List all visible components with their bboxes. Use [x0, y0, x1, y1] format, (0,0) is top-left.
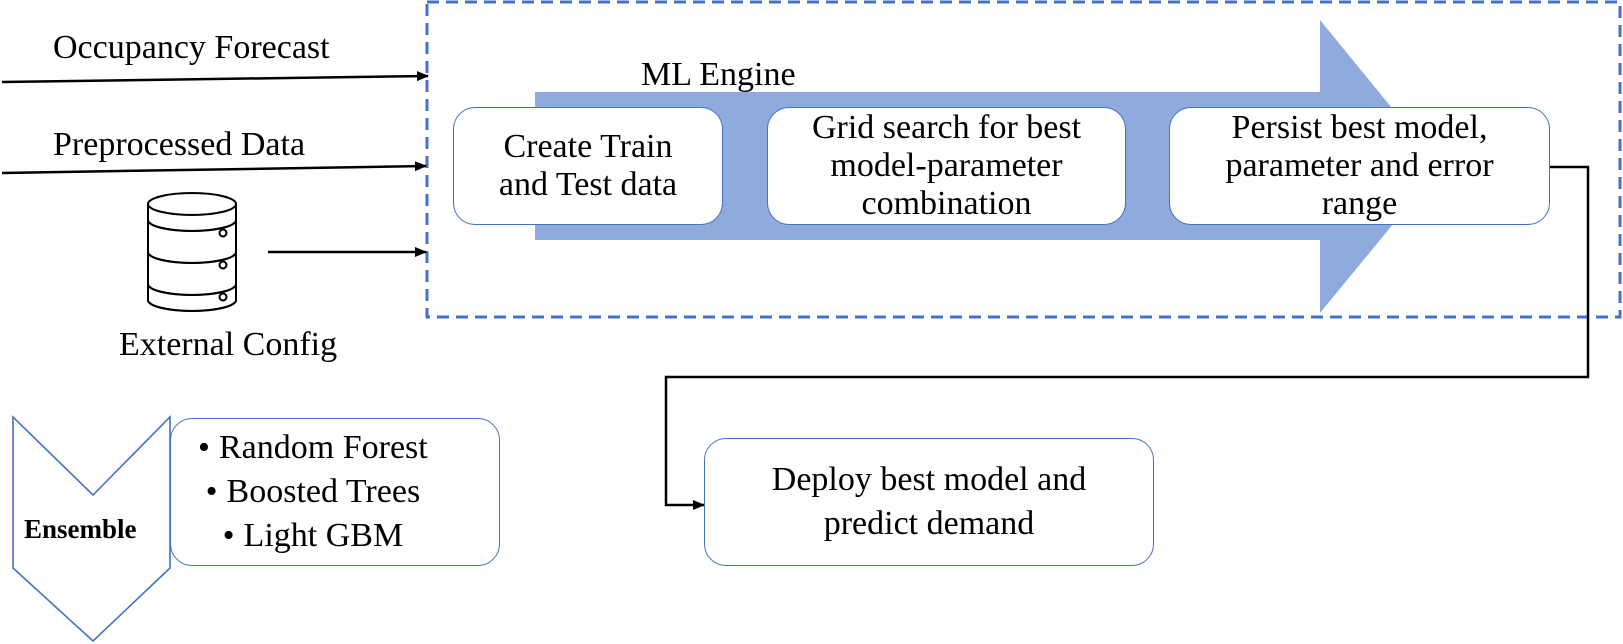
ensemble-chevron-shape	[12, 415, 171, 643]
deploy-model-step: Deploy best model and predict demand	[704, 438, 1154, 566]
occupancy-forecast-label: Occupancy Forecast	[53, 29, 330, 66]
grid-search-step: Grid search for best model-parameter com…	[767, 107, 1126, 225]
ensemble-label: Ensemble	[24, 514, 137, 544]
external-config-label: External Config	[119, 326, 338, 363]
list-item: •Random Forest	[198, 429, 428, 466]
ml-engine-container	[425, 0, 1622, 319]
ml-engine-title: ML Engine	[641, 56, 796, 93]
persist-model-step: Persist best model, parameter and error …	[1169, 107, 1550, 225]
create-train-test-step: Create Train and Test data	[453, 107, 723, 225]
grid-search-label: Grid search for best model-parameter com…	[811, 109, 1082, 222]
deploy-model-label: Deploy best model and predict demand	[771, 461, 1087, 542]
create-train-test-label: Create Train and Test data	[498, 128, 678, 203]
ensemble-models-list: •Random Forest •Boosted Trees •Light GBM	[189, 426, 428, 558]
database-icon	[147, 192, 237, 312]
persist-to-deploy-connector	[664, 165, 1590, 510]
persist-model-label: Persist best model, parameter and error …	[1225, 109, 1494, 222]
occupancy-forecast-arrow	[1, 71, 429, 84]
list-item: •Light GBM	[222, 517, 404, 554]
preprocessed-data-label: Preprocessed Data	[53, 126, 306, 163]
ensemble-models-box: •Random Forest •Boosted Trees •Light GBM	[170, 418, 500, 566]
list-item: •Boosted Trees	[205, 473, 421, 510]
preprocessed-data-arrow	[1, 161, 427, 175]
